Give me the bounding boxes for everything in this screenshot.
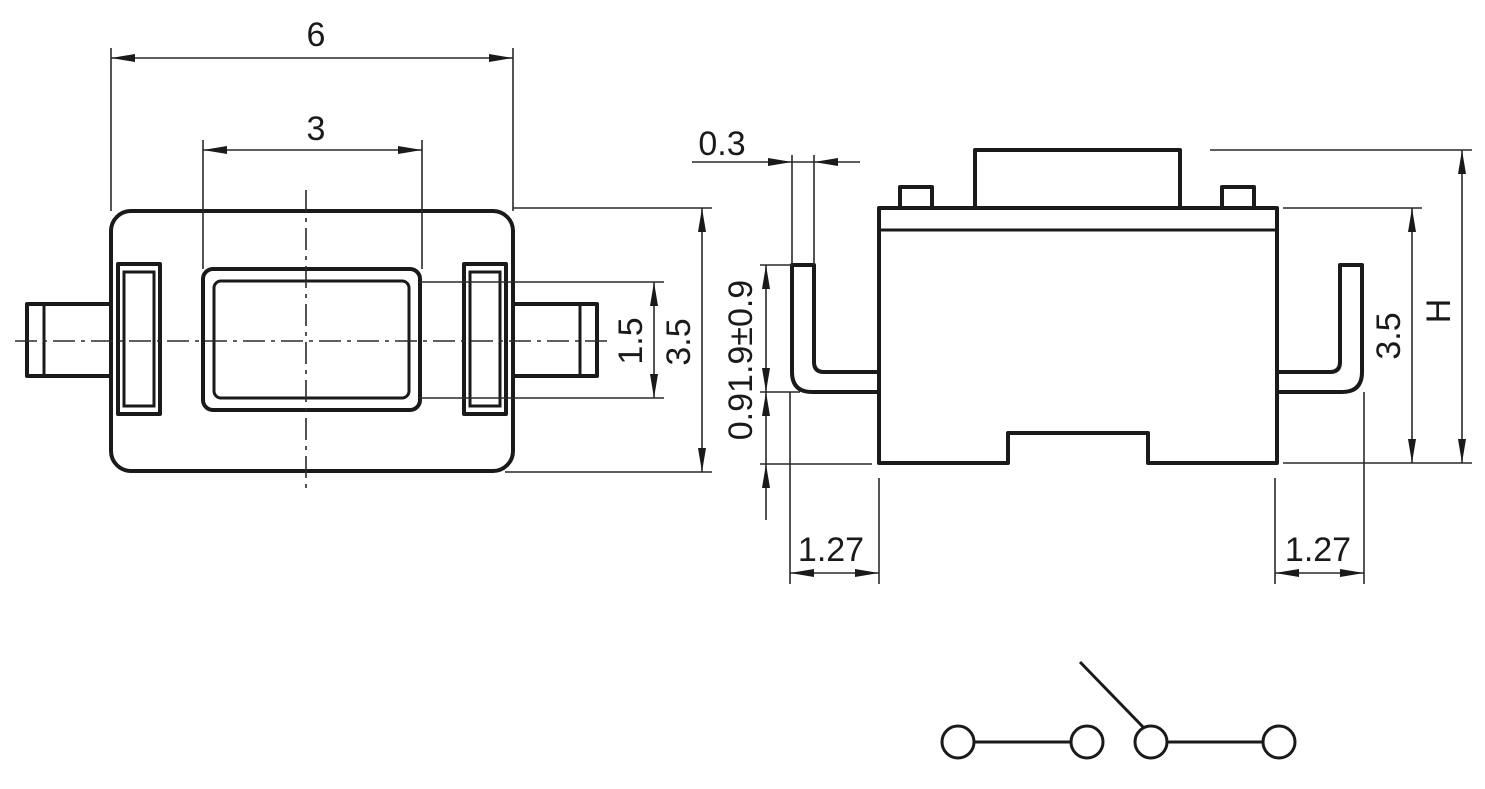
top-view: 6 3 1.5 3.5 bbox=[15, 16, 712, 494]
left-nub bbox=[898, 185, 934, 210]
left-lead bbox=[790, 263, 881, 394]
right-pin bbox=[511, 302, 599, 378]
right-slot bbox=[462, 262, 508, 416]
actuator-button bbox=[201, 267, 422, 412]
switch-schematic bbox=[940, 660, 1297, 760]
terminal-2 bbox=[1069, 724, 1105, 760]
right-nub bbox=[1220, 185, 1256, 210]
actuator-side bbox=[973, 148, 1182, 210]
terminal-3 bbox=[1133, 724, 1169, 760]
terminal-4 bbox=[1261, 724, 1297, 760]
button-height-label: 1.5 bbox=[612, 317, 650, 364]
left-slot bbox=[116, 262, 162, 416]
lead-height-label: 0.91.9±0.9 bbox=[722, 280, 760, 440]
left-pin bbox=[25, 302, 113, 378]
side-view: 0.3 0.91.9±0.9 1.27 1.27 3.5 bbox=[692, 125, 1472, 584]
total-height-label: H bbox=[1420, 299, 1458, 324]
left-pad-label: 1.27 bbox=[798, 531, 864, 569]
switch-body-side bbox=[877, 206, 1279, 465]
right-lead bbox=[1275, 263, 1364, 394]
right-pad-label: 1.27 bbox=[1285, 531, 1351, 569]
width-label: 6 bbox=[307, 16, 326, 54]
lead-thickness-label: 0.3 bbox=[698, 125, 745, 163]
side-body-height-label: 3.5 bbox=[1370, 312, 1408, 359]
body-height-label: 3.5 bbox=[660, 318, 698, 365]
terminal-1 bbox=[940, 724, 976, 760]
button-width-label: 3 bbox=[307, 110, 326, 148]
switch-contact-lever bbox=[1078, 660, 1146, 730]
